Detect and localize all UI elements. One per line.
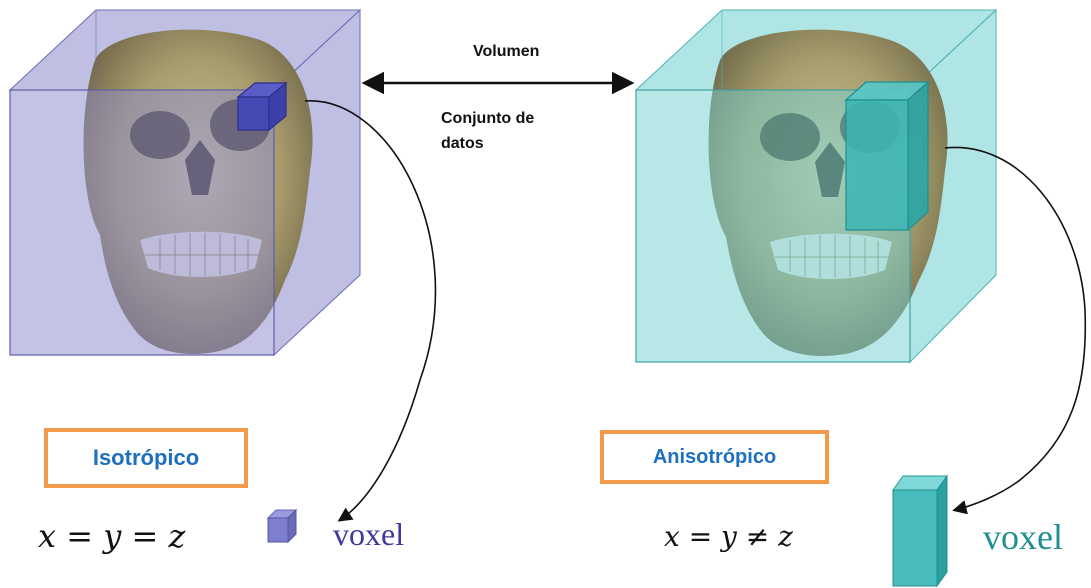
anisotropic-equation: x = y ≠ z (664, 520, 793, 553)
isotropic-volume (10, 10, 360, 355)
aniso-voxel-cuboid-icon (893, 476, 947, 586)
aniso-voxel-highlight (846, 82, 928, 230)
voxel-label-left: voxel (333, 516, 404, 553)
anisotropic-volume (636, 10, 996, 362)
isotropic-equation: x = y = z (38, 517, 185, 555)
dataset-label-line1: Conjunto de (441, 110, 534, 128)
isotropic-box: Isotrópico (44, 428, 248, 488)
dataset-label-line2: datos (441, 135, 484, 153)
volume-label: Volumen (473, 43, 539, 61)
anisotropic-label: Anisotrópico (653, 446, 776, 469)
voxel-label-right: voxel (983, 516, 1063, 558)
isotropic-label: Isotrópico (93, 445, 199, 471)
iso-cube-front (10, 90, 274, 355)
anisotropic-box: Anisotrópico (600, 430, 829, 484)
iso-voxel-cube-icon (268, 510, 296, 542)
